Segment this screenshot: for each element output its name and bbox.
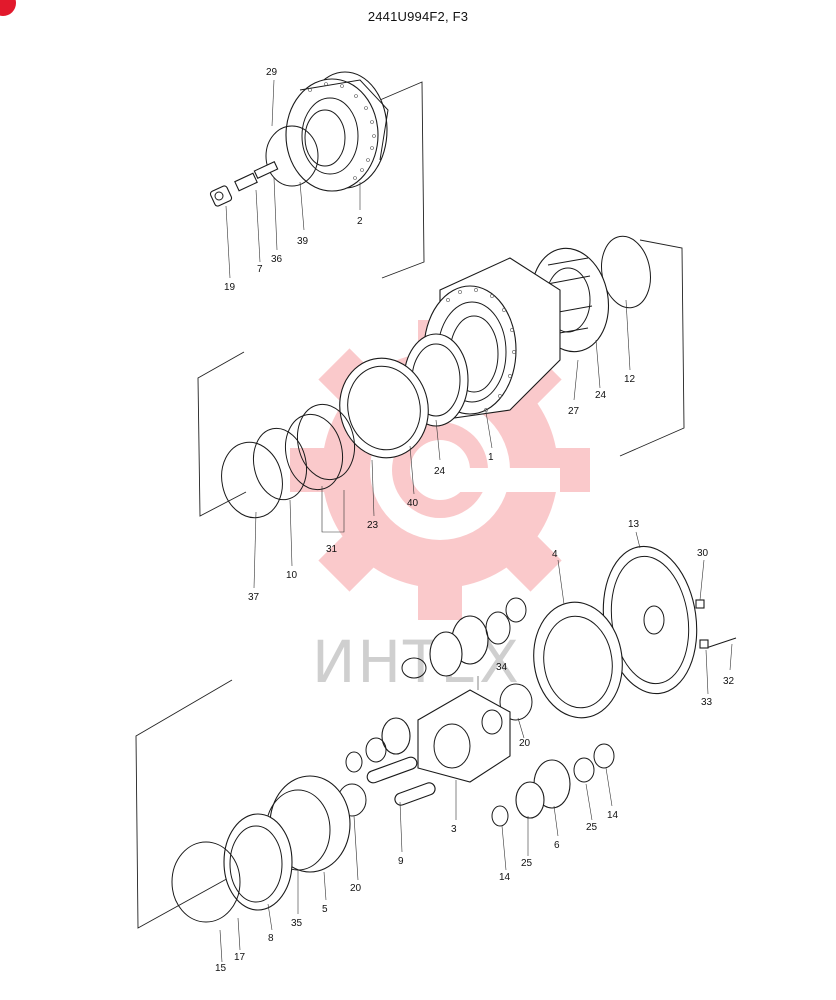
callout-40: 40 xyxy=(407,498,419,509)
bolt-7 xyxy=(234,172,258,192)
callout-7: 7 xyxy=(257,264,263,275)
top-assembly xyxy=(209,71,425,279)
callout-12: 12 xyxy=(624,374,636,385)
carrier-3 xyxy=(417,689,511,783)
callout-33: 33 xyxy=(701,697,713,708)
callout-35: 35 xyxy=(291,918,303,929)
planet-gear-left xyxy=(345,717,411,773)
callout-37: 37 xyxy=(248,592,260,603)
callout-3: 3 xyxy=(451,824,457,835)
callout-2: 2 xyxy=(357,216,363,227)
callout-29: 29 xyxy=(266,67,278,78)
callout-20b: 20 xyxy=(350,883,362,894)
bolt-33 xyxy=(699,639,709,649)
ring-23 xyxy=(339,357,429,459)
callout-1: 1 xyxy=(488,452,494,463)
callout-25b: 25 xyxy=(521,858,533,869)
bolt-32 xyxy=(705,637,737,649)
callout-13: 13 xyxy=(628,519,640,530)
pin-36 xyxy=(253,160,279,180)
callout-25: 25 xyxy=(586,822,598,833)
lower-assembly xyxy=(135,531,737,963)
pin-9a xyxy=(366,756,418,784)
callout-4: 4 xyxy=(552,549,558,560)
callout-labels: 29 2 39 36 7 19 12 24 27 1 24 40 23 31 1… xyxy=(215,67,735,974)
housing-part-2 xyxy=(285,71,389,192)
callout-14: 14 xyxy=(607,810,619,821)
ring-17 xyxy=(171,841,241,923)
ring-10 xyxy=(252,427,308,501)
bearing-8 xyxy=(223,813,293,911)
callout-20: 20 xyxy=(519,738,531,749)
callout-5: 5 xyxy=(322,904,328,915)
watermark-text: ИНТЕХ xyxy=(312,628,521,696)
callout-27: 27 xyxy=(568,406,580,417)
bolt-30 xyxy=(695,599,705,609)
middle-assembly xyxy=(197,235,685,589)
callout-8: 8 xyxy=(268,933,274,944)
callout-24: 24 xyxy=(595,390,607,401)
ring-37 xyxy=(221,441,283,519)
callout-32: 32 xyxy=(723,676,735,687)
callout-36: 36 xyxy=(271,254,283,265)
cover-13 xyxy=(602,545,698,695)
callout-30: 30 xyxy=(697,548,709,559)
page-title: 2441U994F2, F3 xyxy=(367,9,469,24)
planet-gear-6 xyxy=(491,743,615,827)
corner-badge xyxy=(0,0,16,16)
callout-24b: 24 xyxy=(434,466,446,477)
ring-gear-4 xyxy=(533,601,623,719)
callout-10: 10 xyxy=(286,570,298,581)
callout-39: 39 xyxy=(297,236,309,247)
bolt-19 xyxy=(209,185,233,207)
callout-17: 17 xyxy=(234,952,246,963)
callout-15: 15 xyxy=(215,963,227,974)
callout-23: 23 xyxy=(367,520,379,531)
seal-31a xyxy=(296,403,356,481)
callout-34: 34 xyxy=(496,662,508,673)
callout-9: 9 xyxy=(398,856,404,867)
callout-19: 19 xyxy=(224,282,236,293)
planet-gear-upper xyxy=(401,597,527,679)
callout-6: 6 xyxy=(554,840,560,851)
seal-ring-39 xyxy=(265,125,319,187)
pin-9b xyxy=(394,782,436,806)
callout-31: 31 xyxy=(326,544,338,555)
washer-20 xyxy=(499,683,533,721)
callout-14b: 14 xyxy=(499,872,511,883)
